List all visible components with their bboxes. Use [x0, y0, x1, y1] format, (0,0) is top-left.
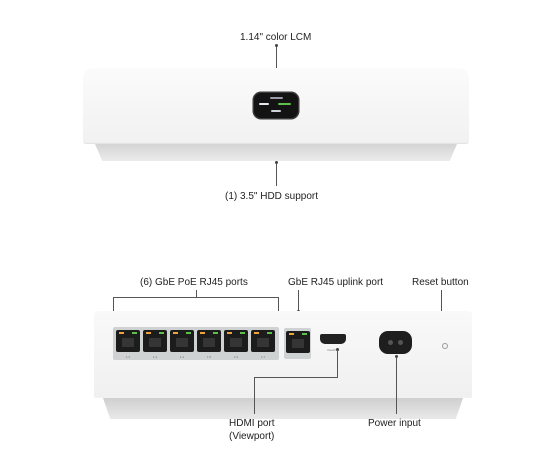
poe-ports-leader [196, 290, 197, 298]
port-number: 1-7 [260, 355, 266, 359]
power-input-socket [379, 331, 412, 354]
top-device [83, 68, 469, 161]
power-leader [396, 357, 397, 414]
power-label: Power input [368, 418, 421, 429]
bottom-device: 1-2 1-3 1-4 1-5 1-6 1-7 ViewPort [94, 311, 472, 419]
poe-ports-bracket-right [278, 297, 279, 323]
hdd-label: (1) 3.5" HDD support [225, 191, 319, 202]
hdmi-leader-vertical-2 [254, 377, 255, 414]
poe-ports-bracket-left [113, 297, 114, 323]
poe-port [197, 330, 221, 352]
power-leader-dot [395, 355, 398, 358]
port-number: 1-3 [152, 355, 158, 359]
top-device-base [95, 144, 457, 161]
hdmi-leader-horizontal [254, 377, 338, 378]
reset-button[interactable] [442, 343, 448, 349]
hdmi-leader-vertical-1 [337, 350, 338, 377]
hdmi-leader-dot [336, 348, 339, 351]
hdd-leader-dot [275, 161, 278, 164]
port-number: 1-6 [233, 355, 239, 359]
hdmi-marking: ViewPort [327, 348, 339, 352]
uplink-label: GbE RJ45 uplink port [288, 277, 384, 288]
lcm-label: 1.14" color LCM [240, 32, 312, 43]
lcm-display [254, 93, 298, 118]
hdmi-port [320, 334, 346, 344]
lcm-leader-line [276, 46, 277, 68]
port-number: 1-2 [125, 355, 131, 359]
port-number: 1-5 [206, 355, 212, 359]
poe-port [224, 330, 248, 352]
poe-port [143, 330, 167, 352]
reset-label: Reset button [412, 277, 469, 288]
poe-port [116, 330, 140, 352]
poe-ports-label: (6) GbE PoE RJ45 ports [140, 277, 248, 288]
uplink-port [284, 328, 311, 359]
poe-port [170, 330, 194, 352]
bottom-device-base [103, 398, 463, 419]
poe-port-block: 1-2 1-3 1-4 1-5 1-6 1-7 [113, 327, 279, 360]
hdmi-label-line2: (Viewport) [229, 431, 275, 442]
hdmi-label-line1: HDMI port [229, 418, 275, 429]
uplink-leader [298, 290, 299, 312]
hdd-leader-line [276, 161, 277, 186]
lcm-leader-dot [275, 44, 278, 47]
poe-port [251, 330, 275, 352]
port-number: 1-4 [179, 355, 185, 359]
